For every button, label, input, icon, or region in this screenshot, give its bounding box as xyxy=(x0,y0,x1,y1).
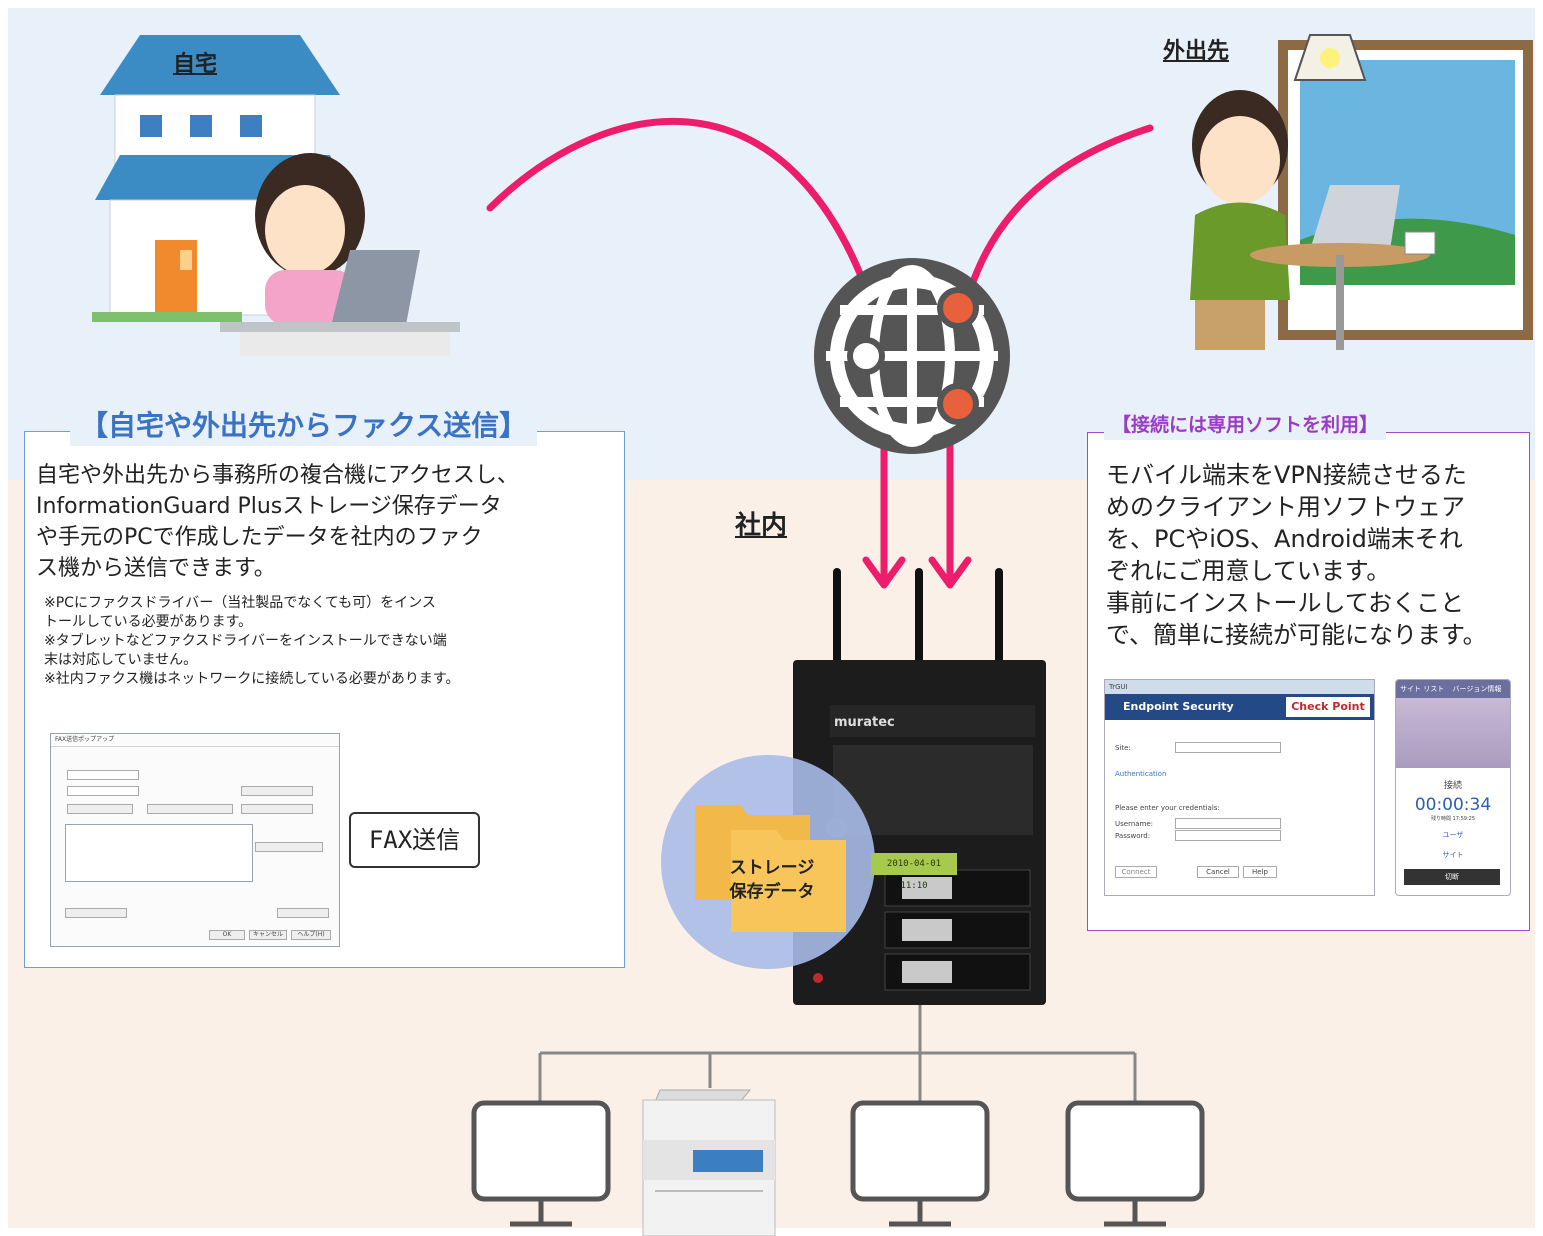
vpn-software-title: 【接続には専用ソフトを利用】 xyxy=(1104,410,1387,440)
fax-dialog-screenshot: FAX送信ポップアップ OK キャンセル ヘルプ(H) xyxy=(50,733,340,947)
phone-status: 接続 xyxy=(1443,781,1462,791)
fax-dialog-cancel-button: キャンセル xyxy=(249,930,287,940)
connection-arrows xyxy=(486,118,1154,589)
fax-dialog-button xyxy=(67,804,133,814)
phone-site-label: サイト xyxy=(1442,851,1464,859)
fax-dialog-button xyxy=(277,908,329,918)
storage-label-line: 保存データ xyxy=(729,882,815,902)
fax-dialog-button xyxy=(241,786,313,796)
vpn-window-header: Endpoint Security Check Point xyxy=(1105,694,1374,720)
storage-data-badge xyxy=(661,755,875,969)
vpn-site-label: Site: xyxy=(1115,744,1131,752)
vpn-software-description: モバイル端末をVPN接続させるた めのクライアント用ソフトウェア を、PCやiO… xyxy=(1106,459,1516,651)
description-line: 自宅や外出先から事務所の複合機にアクセスし、 xyxy=(36,463,519,488)
vpn-username-field xyxy=(1175,818,1281,829)
phone-timer: 00:00:34 xyxy=(1414,795,1492,815)
description-line: や手元のPCで作成したデータを社内のファク xyxy=(36,525,483,550)
fax-from-remote-title: 【自宅や外出先からファクス送信】 xyxy=(70,406,538,446)
fax-dialog-input xyxy=(67,770,139,780)
monitor-icon xyxy=(471,1100,611,1227)
phone-nav-left: サイト リスト xyxy=(1400,685,1445,693)
description-line: を、PCやiOS、Android端末それ xyxy=(1106,525,1463,553)
phone-nav-bar: サイト リスト バージョン情報 xyxy=(1396,680,1510,698)
fax-dialog-title: FAX送信ポップアップ xyxy=(51,734,339,747)
fax-dialog-button xyxy=(65,908,127,918)
vpn-password-field xyxy=(1175,830,1281,841)
vpn-auth-label: Authentication xyxy=(1115,770,1167,778)
office-network-lines xyxy=(538,1005,1137,1103)
mobile-vpn-screenshot: サイト リスト バージョン情報 接続 00:00:34 残り時間 17:59:2… xyxy=(1395,679,1511,896)
description-line: めのクライアント用ソフトウェア xyxy=(1106,493,1466,521)
globe-icon xyxy=(814,258,1010,454)
storage-data-label: ストレージ 保存データ xyxy=(712,856,832,904)
checkpoint-logo: Check Point xyxy=(1286,697,1370,717)
description-line: モバイル端末をVPN接続させるた xyxy=(1106,461,1467,489)
monitor-icon xyxy=(850,1100,990,1227)
device-lcd: 2010-04-01 11:10 xyxy=(871,853,957,891)
man-with-laptop xyxy=(1190,34,1533,350)
printer-icon xyxy=(642,1089,776,1236)
note-line: ※タブレットなどファクスドライバーをインストールできない端 xyxy=(44,633,447,649)
place-label-home: 自宅 xyxy=(173,52,218,77)
vpn-cancel-button: Cancel xyxy=(1197,866,1239,878)
note-line: トールしている必要があります。 xyxy=(44,614,253,630)
fax-dialog-ok-button: OK xyxy=(209,930,245,940)
fax-from-remote-description: 自宅や外出先から事務所の複合機にアクセスし、 InformationGuard … xyxy=(36,460,626,584)
note-line: ※社内ファクス機はネットワークに接続している必要があります。 xyxy=(44,671,460,687)
fax-dialog-input xyxy=(67,786,139,796)
device-brand: muratec xyxy=(834,715,895,730)
vpn-site-field xyxy=(1175,742,1281,753)
fax-notes: ※PCにファクスドライバー（当社製品でなくても可）をインス トールしている必要が… xyxy=(44,594,614,689)
vpn-password-label: Password: xyxy=(1115,832,1151,840)
note-line: ※PCにファクスドライバー（当社製品でなくても可）をインス xyxy=(44,595,436,611)
vpn-help-button: Help xyxy=(1243,866,1277,878)
phone-nav-right: バージョン情報 xyxy=(1452,685,1502,693)
vpn-username-label: Username: xyxy=(1115,820,1154,828)
monitor-icon xyxy=(1065,1100,1205,1227)
phone-remaining: 残り時間 17:59:25 xyxy=(1430,816,1476,822)
description-line: ぞれにご用意しています。 xyxy=(1106,557,1391,585)
vpn-credentials-prompt: Please enter your credentials: xyxy=(1115,804,1220,812)
note-line: 末は対応していません。 xyxy=(44,652,198,668)
woman-with-laptop xyxy=(220,153,460,356)
vpn-client-window-screenshot: TrGUI Endpoint Security Check Point Site… xyxy=(1104,679,1375,896)
fax-dialog-recipient-list xyxy=(65,824,253,882)
fax-dialog-button xyxy=(147,804,233,814)
place-label-outside: 外出先 xyxy=(1163,39,1230,64)
phone-disconnect-button: 切断 xyxy=(1404,869,1500,885)
vpn-window-header-text: Endpoint Security xyxy=(1123,700,1234,713)
description-line: 事前にインストールしておくこと xyxy=(1106,589,1465,617)
vpn-window-titlebar: TrGUI xyxy=(1105,680,1374,694)
phone-user-label: ユーザ xyxy=(1442,831,1464,839)
description-line: ス機から送信できます。 xyxy=(36,556,276,581)
phone-header-image xyxy=(1396,698,1510,768)
fax-send-label: FAX送信 xyxy=(349,812,480,868)
place-label-office: 社内 xyxy=(735,511,788,541)
fax-dialog-button xyxy=(241,804,313,814)
description-line: InformationGuard Plusストレージ保存データ xyxy=(36,494,502,519)
storage-label-line: ストレージ xyxy=(729,858,815,878)
vpn-connect-button: Connect xyxy=(1115,866,1157,878)
fax-dialog-button xyxy=(255,842,323,852)
description-line: で、簡単に接続が可能になります。 xyxy=(1106,621,1487,649)
fax-dialog-help-button: ヘルプ(H) xyxy=(291,930,331,940)
